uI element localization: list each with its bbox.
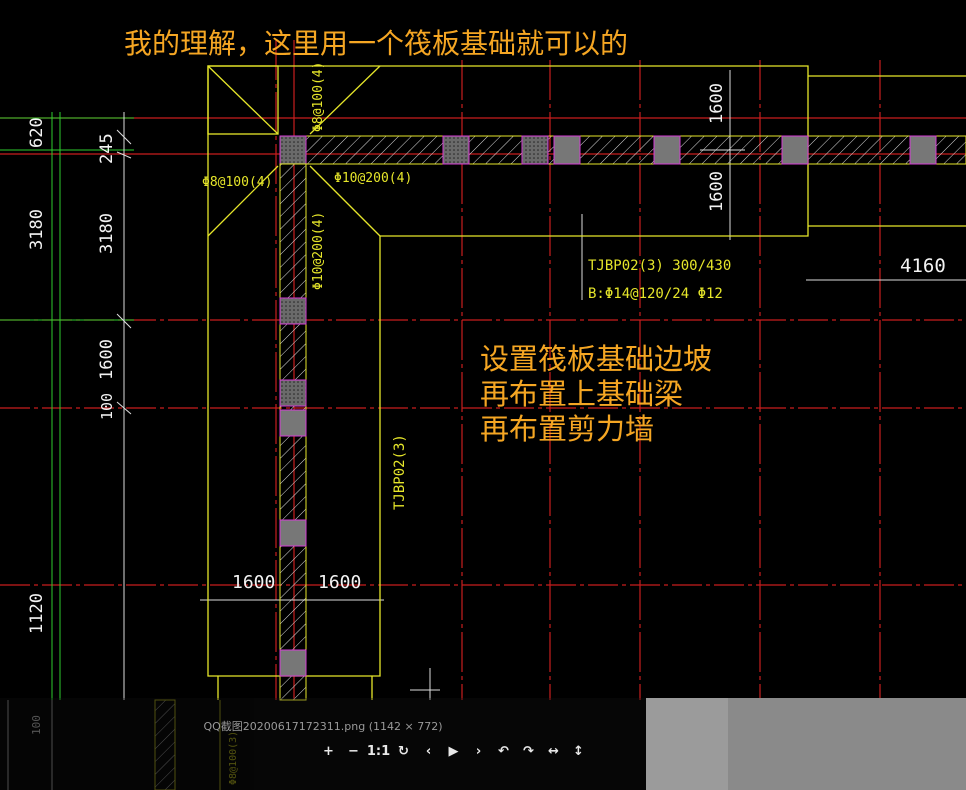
horizontal-beam — [279, 135, 966, 165]
annotation-step-3: 再布置剪力墙 — [480, 412, 655, 446]
axis-lines — [0, 40, 966, 700]
annotation-steps: 设置筏板基础边坡 再布置上基础梁 再布置剪力墙 — [480, 342, 712, 447]
play-button[interactable]: ▶ — [448, 744, 459, 759]
next-button[interactable]: › — [475, 744, 482, 759]
rotate-right-button[interactable]: ↷ — [523, 744, 534, 759]
viewer-side-panel-left — [646, 698, 728, 790]
dim-left-outer-1: 620 — [27, 117, 47, 148]
dim-top-right-a: 1600 — [707, 83, 727, 124]
rebar-label-vertical-top: Φ8@100(4) — [311, 62, 326, 132]
vertical-beam — [279, 163, 307, 701]
rebar-label-vertical: Φ10@200(4) — [311, 212, 326, 290]
dim-right: 4160 — [900, 255, 946, 277]
previous-button[interactable]: ‹ — [425, 744, 432, 759]
faint-dim: 100 — [30, 715, 43, 735]
dim-left-inner-1: 245 — [97, 133, 117, 164]
annotation-step-1: 设置筏板基础边坡 — [480, 342, 713, 376]
green-dimension-lines — [0, 112, 134, 700]
annotation-title: 我的理解，这里用一个筏板基础就可以的 — [124, 27, 629, 60]
dim-left-inner-2: 3180 — [97, 213, 117, 254]
rebar-label-horizontal: Φ10@200(4) — [334, 171, 412, 186]
zoom-out-button[interactable]: − — [348, 744, 359, 759]
rebar-label-left: Φ8@100(4) — [202, 175, 272, 190]
beam-tag-1: TJBP02(3) 300/430 — [588, 258, 731, 274]
thumbnail-strip: 100 Φ8@100(3) — [0, 698, 646, 790]
raft-outline — [207, 65, 966, 700]
dim-bottom-b: 1600 — [318, 572, 361, 593]
dim-top-right-b: 1600 — [707, 171, 727, 212]
rotate-left-button[interactable]: ↶ — [498, 744, 509, 759]
fit-height-button[interactable]: ↕ — [573, 744, 584, 759]
image-viewer-toolbar: QQ截图20200617172311.png (1142 × 772) +−1:… — [0, 698, 646, 790]
beam-tag-vertical: TJBP02(3) — [392, 434, 408, 510]
actual-size-button[interactable]: 1:1 — [366, 744, 391, 759]
viewer-file-title: QQ截图20200617172311.png (1142 × 772) — [203, 720, 443, 733]
annotation-step-2: 再布置上基础梁 — [480, 377, 684, 411]
refresh-button[interactable]: ↻ — [398, 744, 409, 759]
dim-left-inner-3: 1600 — [97, 339, 117, 380]
faint-tag: Φ8@100(3) — [228, 731, 239, 785]
viewer-side-panel-right — [728, 698, 966, 790]
beam-tag-2: B:Φ14@120/24 Φ12 — [588, 286, 723, 302]
dim-left-outer-2: 3180 — [27, 209, 47, 250]
zoom-in-button[interactable]: + — [323, 744, 334, 759]
dim-bottom-a: 1600 — [232, 572, 275, 593]
fit-width-button[interactable]: ↔ — [548, 744, 559, 759]
dim-left-inner-4: 100 — [98, 393, 116, 420]
dim-left-outer-3: 1120 — [27, 593, 47, 634]
viewer-tool-buttons: +−1:1 ↻ ‹ ▶ › ↶ ↷ ↔ ↕ — [316, 742, 591, 762]
